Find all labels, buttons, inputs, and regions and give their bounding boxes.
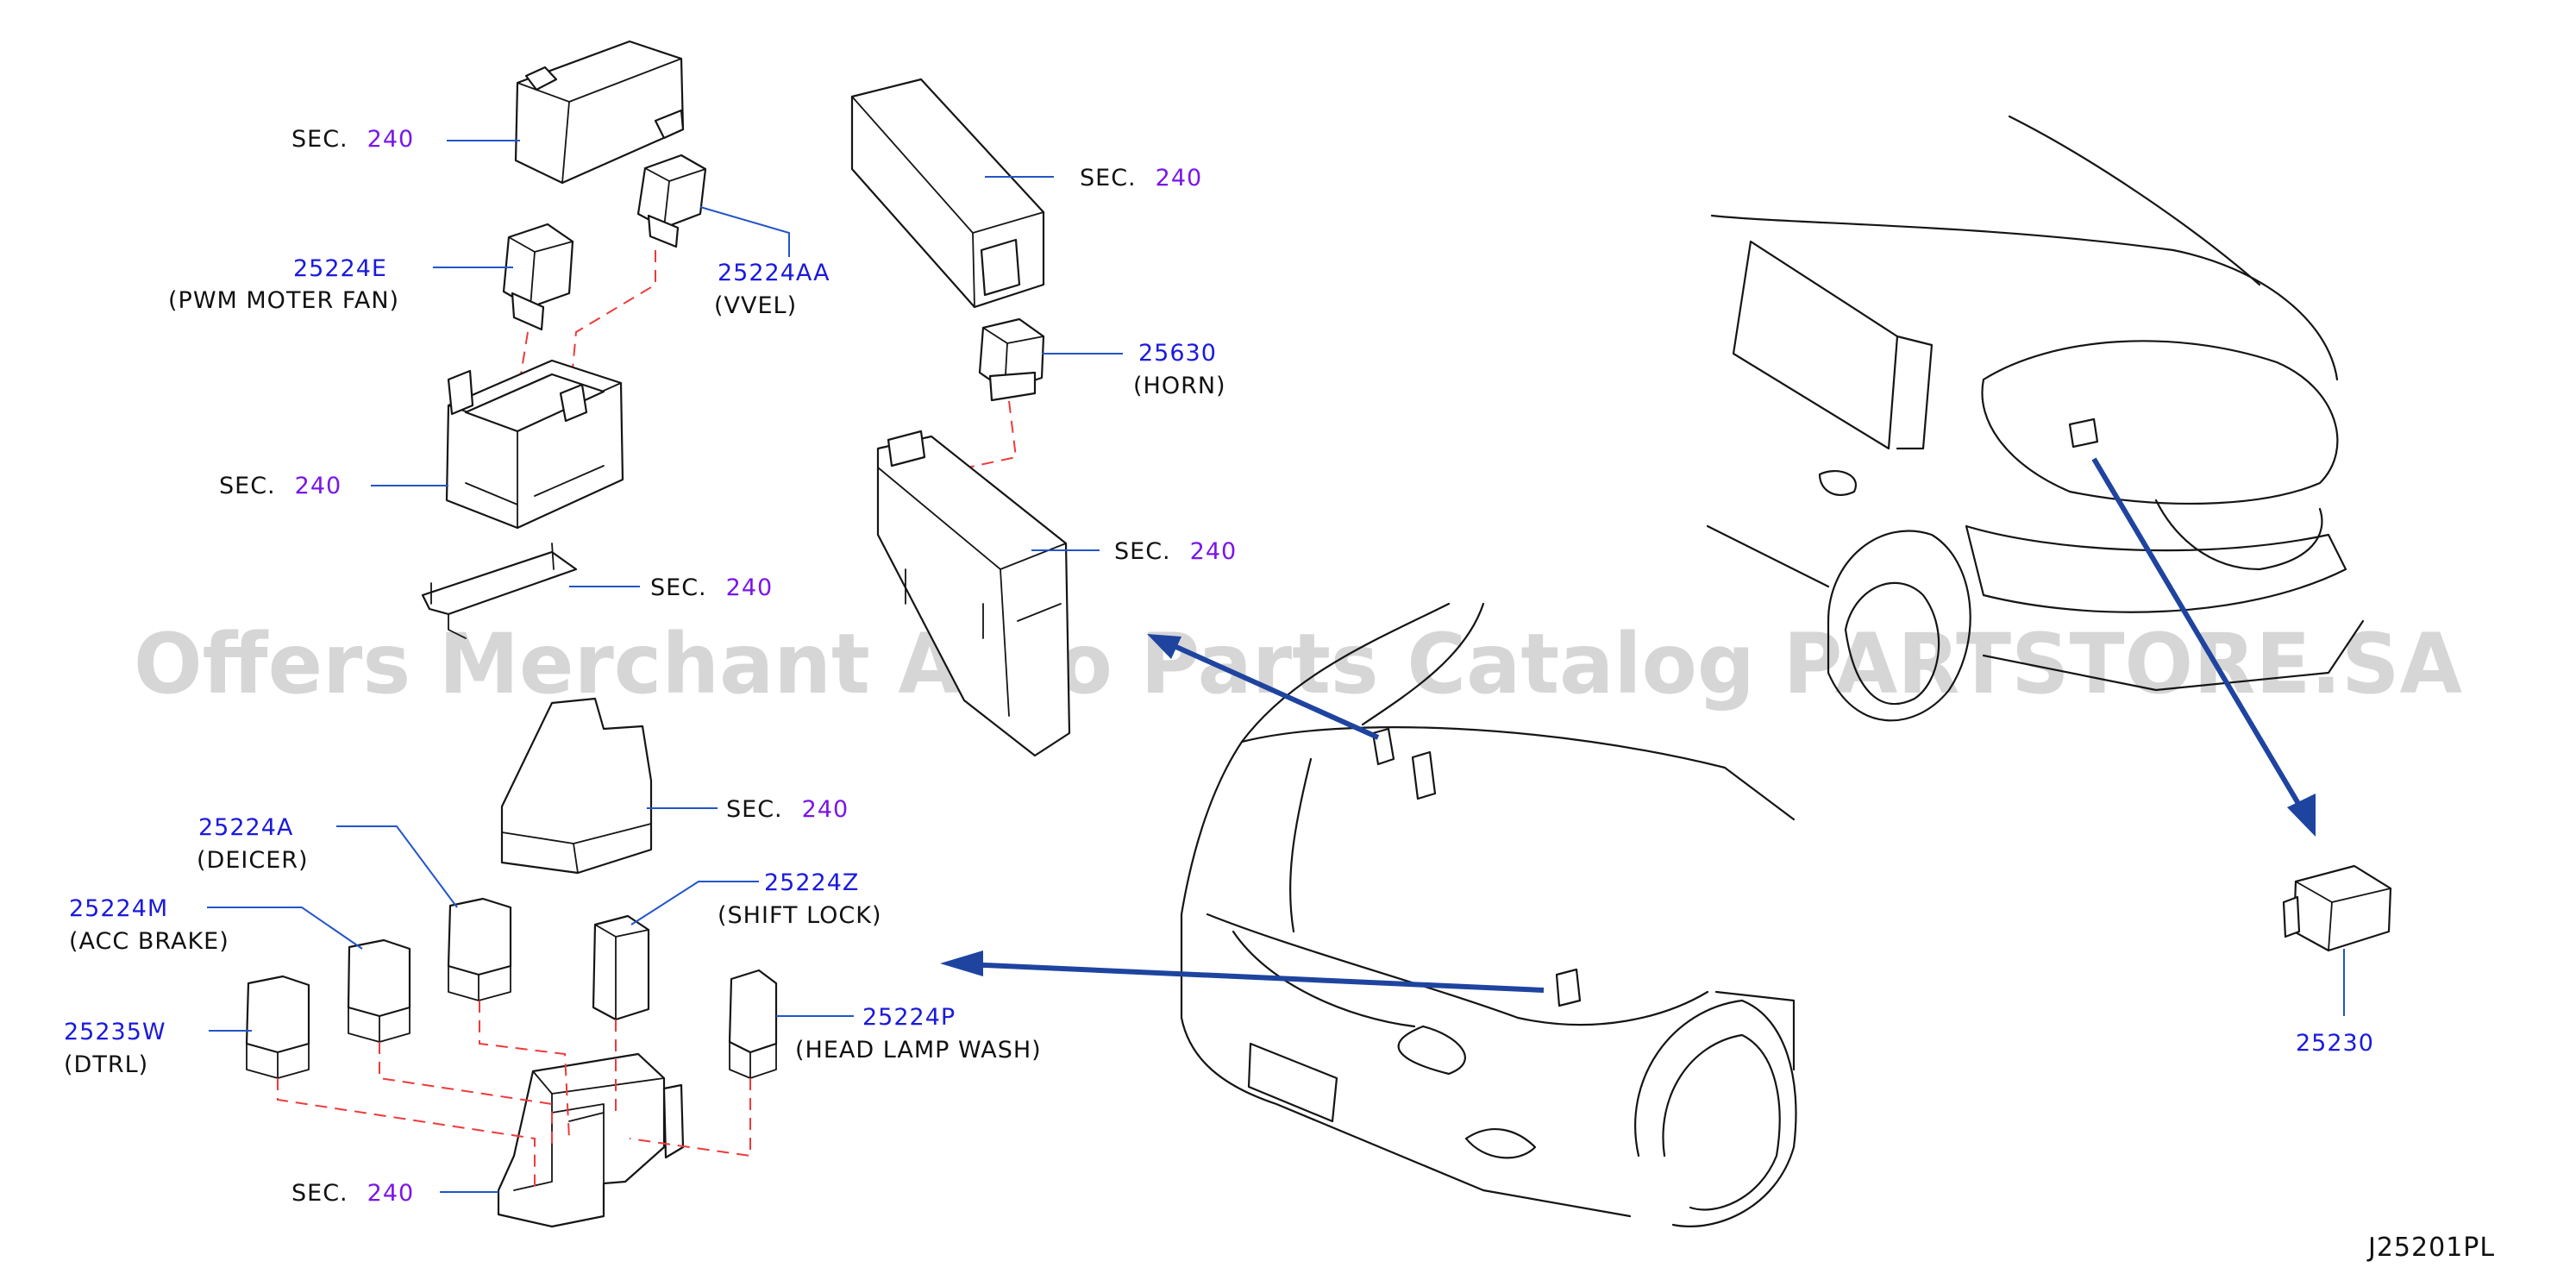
watermark-text: Offers Merchant Auto Parts Catalog PARTS… — [134, 616, 2462, 712]
relay-25224P[interactable] — [728, 969, 778, 1079]
dash-link-25224P — [629, 1078, 751, 1158]
sec-label-2[interactable]: SEC.240 — [1080, 165, 1202, 191]
relay-25224AA[interactable] — [636, 154, 707, 248]
relay-25230[interactable] — [2282, 864, 2392, 952]
sec-label-1[interactable]: SEC.240 — [291, 126, 414, 153]
relay-box-lower[interactable] — [497, 1052, 685, 1228]
leader-25224M — [207, 907, 363, 950]
dash-link-25235W — [277, 1078, 536, 1190]
part-desc-25224AA: (VVEL) — [714, 292, 797, 319]
dash-link-25224M — [379, 1042, 553, 1147]
lower-relay-cover[interactable] — [500, 697, 653, 875]
sec-label-7[interactable]: SEC.240 — [291, 1180, 414, 1207]
leader-25224Z — [630, 881, 759, 925]
part-number-25224P[interactable]: 25224P — [862, 1004, 956, 1031]
relay-25224Z[interactable] — [592, 914, 650, 1021]
part-desc-25224P: (HEAD LAMP WASH) — [795, 1037, 1042, 1064]
relay-25224A[interactable] — [447, 897, 512, 1001]
relay-25224M[interactable] — [347, 938, 411, 1043]
relay-25235W[interactable] — [245, 975, 310, 1079]
part-desc-25224A: (DEICER) — [197, 847, 309, 874]
relay-25630[interactable] — [978, 317, 1045, 402]
relay-box-upper[interactable] — [445, 359, 624, 530]
relay-25224E[interactable] — [502, 223, 574, 331]
part-desc-25224Z: (SHIFT LOCK) — [718, 902, 882, 929]
part-number-25224M[interactable]: 25224M — [69, 895, 168, 922]
part-number-25224Z[interactable]: 25224Z — [764, 869, 859, 896]
part-number-25230[interactable]: 25230 — [2296, 1030, 2374, 1057]
sec-label-5[interactable]: SEC.240 — [726, 796, 849, 823]
relay-box-bracket[interactable] — [421, 543, 578, 639]
sec-label-6[interactable]: SEC.240 — [1114, 538, 1237, 565]
arrow-icon — [940, 457, 2316, 993]
part-number-25224A[interactable]: 25224A — [198, 814, 293, 841]
part-number-25224AA[interactable]: 25224AA — [718, 260, 830, 286]
part-desc-25224M: (ACC BRAKE) — [69, 928, 229, 955]
diagram-code: J25201PL — [2366, 1233, 2495, 1263]
part-number-25224E[interactable]: 25224E — [293, 255, 387, 282]
part-desc-25224E: (PWM MOTER FAN) — [168, 287, 399, 314]
center-fuse-cover[interactable] — [850, 78, 1045, 309]
leader-25224A — [336, 825, 458, 908]
leader-25224AA — [699, 206, 790, 257]
car-front-icon — [1180, 602, 1797, 1227]
car-rear-icon — [1706, 115, 2365, 722]
center-relay-block[interactable] — [876, 430, 1071, 757]
upper-relay-cover[interactable] — [514, 40, 685, 185]
part-desc-25630: (HORN) — [1133, 373, 1226, 399]
dash-link-25224A — [479, 1001, 570, 1139]
sec-label-4[interactable]: SEC.240 — [650, 574, 773, 601]
part-number-25235W[interactable]: 25235W — [64, 1019, 166, 1045]
sec-label-3[interactable]: SEC.240 — [219, 473, 342, 499]
part-number-25630[interactable]: 25630 — [1138, 340, 1217, 367]
part-desc-25235W: (DTRL) — [64, 1051, 148, 1078]
